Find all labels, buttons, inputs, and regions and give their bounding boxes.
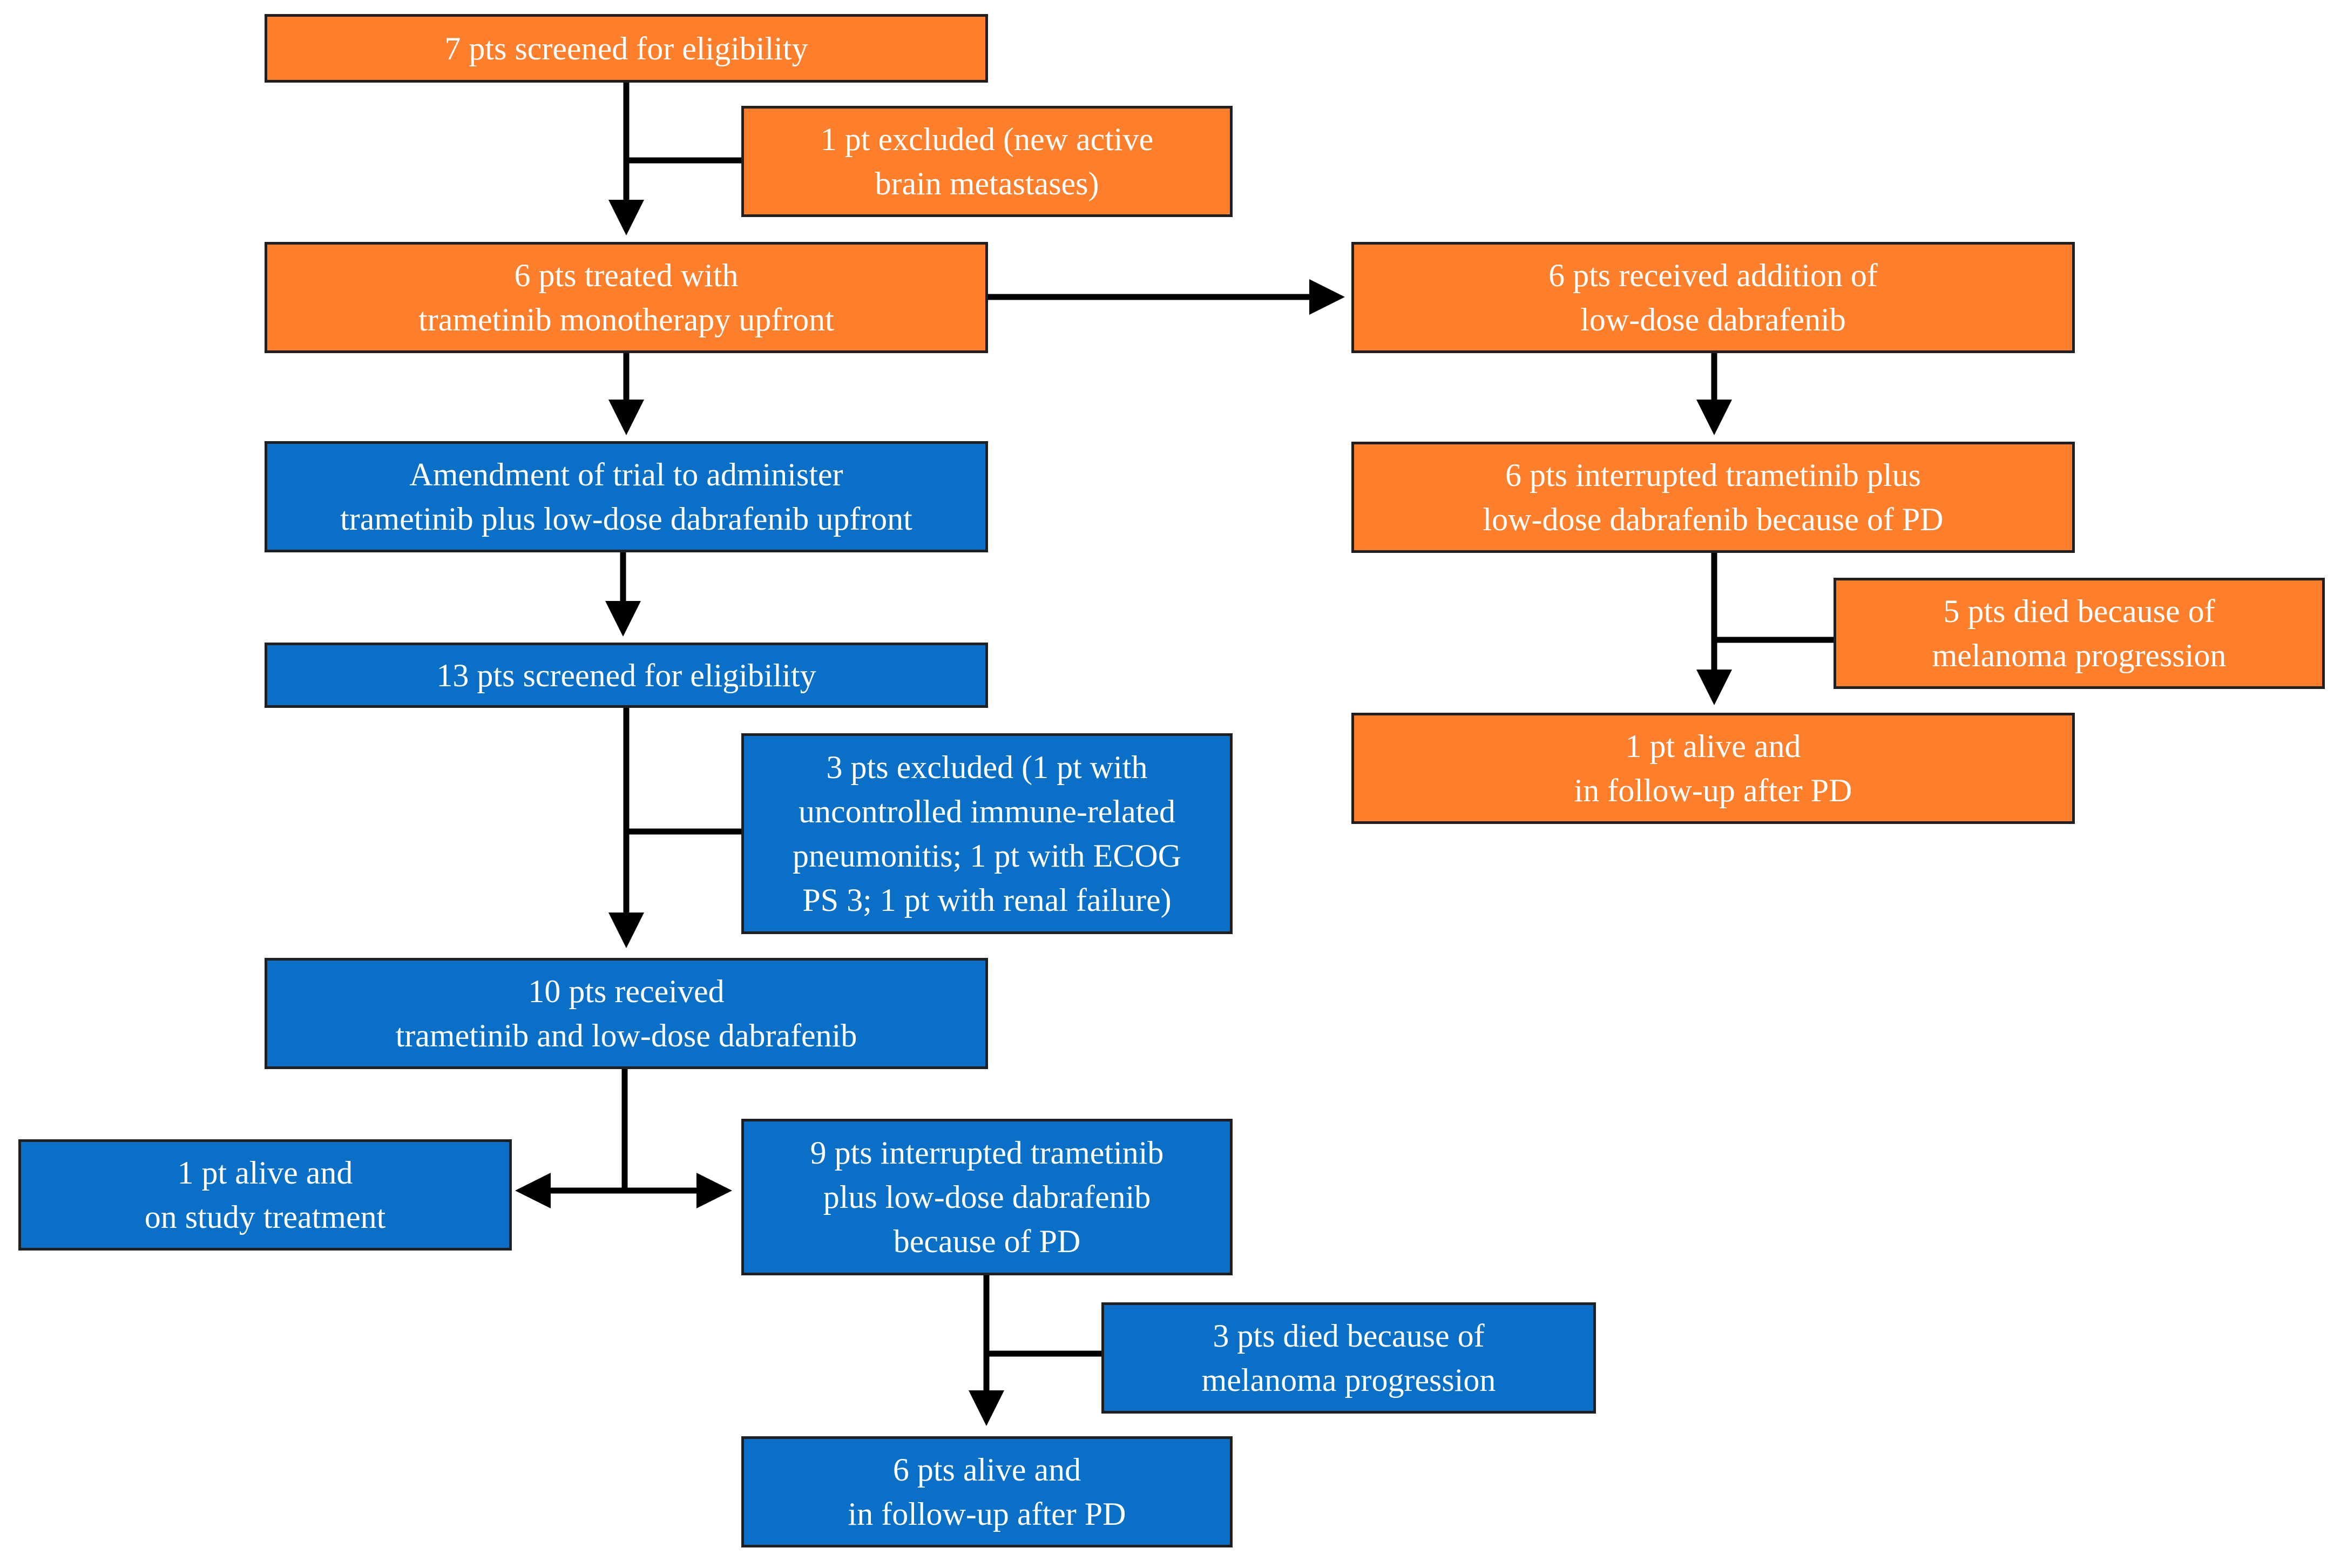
box-addition-6: 6 pts received addition of low-dose dabr… [1351, 242, 2075, 353]
box-excluded-1: 1 pt excluded (new active brain metastas… [741, 106, 1233, 217]
box-screened-13: 13 pts screened for eligibility [265, 643, 988, 708]
box-treated-6: 6 pts treated with trametinib monotherap… [265, 242, 988, 353]
box-screened-7: 7 pts screened for eligibility [265, 14, 988, 83]
box-excluded-3: 3 pts excluded (1 pt with uncontrolled i… [741, 733, 1233, 934]
box-received-10: 10 pts received trametinib and low-dose … [265, 958, 988, 1069]
box-alive-6-followup: 6 pts alive and in follow-up after PD [741, 1436, 1233, 1547]
box-died-3: 3 pts died because of melanoma progressi… [1101, 1302, 1596, 1414]
box-died-5: 5 pts died because of melanoma progressi… [1834, 578, 2325, 689]
box-alive-1-study: 1 pt alive and on study treatment [18, 1139, 512, 1251]
box-amendment: Amendment of trial to administer trameti… [265, 441, 988, 552]
box-alive-1-followup: 1 pt alive and in follow-up after PD [1351, 713, 2075, 824]
box-interrupted-6: 6 pts interrupted trametinib plus low-do… [1351, 442, 2075, 553]
box-interrupted-9: 9 pts interrupted trametinib plus low-do… [741, 1119, 1233, 1275]
